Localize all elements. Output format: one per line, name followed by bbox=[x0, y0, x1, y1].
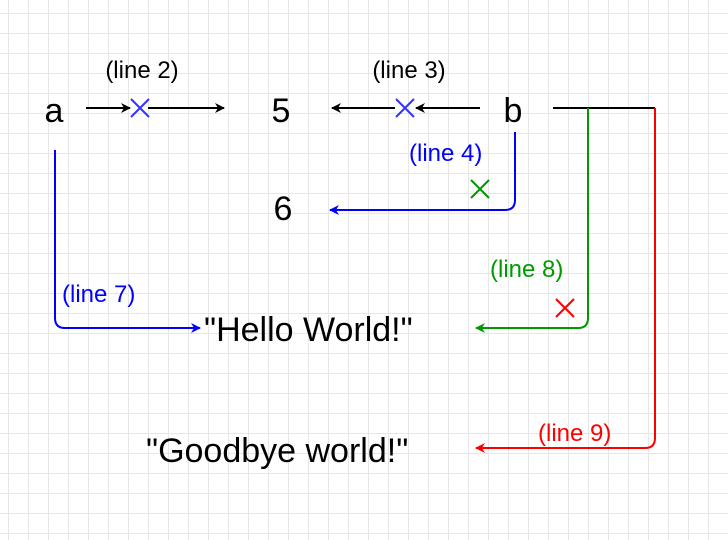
arrow-b-to-6-line4 bbox=[329, 132, 516, 215]
arrow-a-to-5-line2 bbox=[86, 98, 225, 118]
label-line7: (line 7) bbox=[62, 281, 135, 308]
label-line3: (line 3) bbox=[372, 57, 445, 84]
arrow-a-to-hello-line7 bbox=[54, 150, 201, 333]
label-line4: (line 4) bbox=[409, 140, 482, 167]
cross-mark-line8 bbox=[555, 298, 575, 318]
node-a: a bbox=[45, 92, 64, 130]
cross-mark-line3 bbox=[395, 98, 415, 118]
arrow-b-to-5-line3 bbox=[331, 98, 480, 118]
label-line2: (line 2) bbox=[105, 57, 178, 84]
node-hello-world: "Hello World!" bbox=[204, 311, 413, 349]
cross-mark-line4 bbox=[470, 179, 490, 199]
label-line8: (line 8) bbox=[490, 256, 563, 283]
arrow-b-to-hello-line8 bbox=[475, 108, 589, 333]
label-line9: (line 9) bbox=[538, 420, 611, 447]
arrow-b-to-goodbye-line9 bbox=[475, 108, 656, 453]
node-5: 5 bbox=[272, 92, 291, 130]
node-6: 6 bbox=[274, 190, 293, 228]
node-goodbye-world: "Goodbye world!" bbox=[146, 432, 408, 470]
node-b: b bbox=[504, 92, 523, 130]
cross-mark-line2 bbox=[130, 98, 150, 118]
